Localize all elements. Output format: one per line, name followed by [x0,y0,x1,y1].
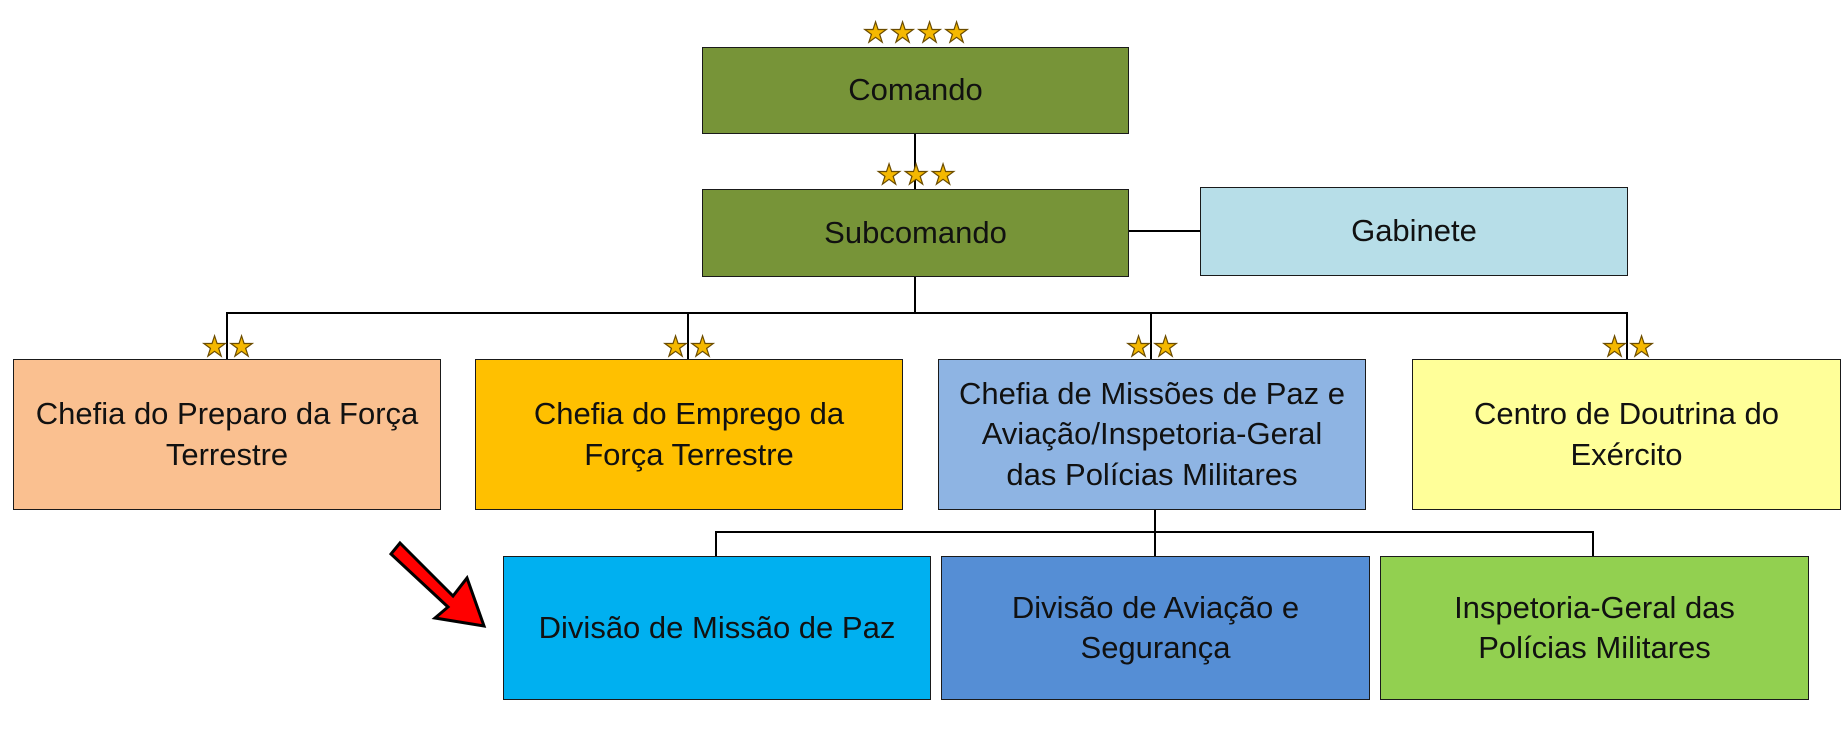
star-icon: ★ [930,159,956,190]
node-subcomando: Subcomando [702,189,1129,277]
node-gabinete: Gabinete [1200,187,1628,276]
node-chefia-emprego-label: Chefia do Emprego da Força Terrestre [533,396,845,472]
node-gabinete-label: Gabinete [1351,213,1477,249]
star-icon: ★ [662,331,688,362]
connector-comando-subcomando [914,134,916,190]
star-icon: ★ [943,17,969,48]
node-divisao-aviacao-label: Divisão de Aviação e Segurança [1011,589,1300,665]
star-icon: ★ [889,17,915,48]
connector-subcomando-down [914,276,916,314]
star-icon: ★ [1601,331,1627,362]
stars-centro-doutrina: ★★ [1527,331,1727,362]
node-chefia-missoes-label: Chefia de Missões de Paz e Aviação/Inspe… [959,376,1345,492]
node-centro-doutrina-label: Centro de Doutrina do Exército [1473,396,1780,472]
node-comando-label: Comando [848,72,983,108]
connector-bus-chefia-emprego [687,312,689,359]
node-centro-doutrina: Centro de Doutrina do Exército [1412,359,1841,510]
stars-chefia-emprego: ★★ [588,331,788,362]
stars-comando: ★★★★ [815,17,1015,48]
star-icon: ★ [228,331,254,362]
star-icon: ★ [876,159,902,190]
star-icon: ★ [689,331,715,362]
node-chefia-missoes: Chefia de Missões de Paz e Aviação/Inspe… [938,359,1366,510]
node-comando: Comando [702,47,1129,134]
stars-chefia-missoes: ★★ [1051,331,1251,362]
connector-bus-divisao-aviacao [1154,531,1156,556]
node-subcomando-label: Subcomando [824,214,1007,250]
connector-subcomando-gabinete [1129,230,1200,232]
stars-chefia-preparo: ★★ [127,331,327,362]
node-chefia-preparo-label: Chefia do Preparo da Força Terrestre [35,396,419,472]
red-arrow-icon [388,540,487,628]
star-icon: ★ [1152,331,1178,362]
connector-bus-chefia-missoes [1150,312,1152,359]
connector-bus-inspetoria-geral [1592,531,1594,556]
node-divisao-aviacao: Divisão de Aviação e Segurança [941,556,1370,700]
node-inspetoria-geral-label: Inspetoria-Geral das Polícias Militares [1454,589,1735,665]
node-chefia-emprego: Chefia do Emprego da Força Terrestre [475,359,903,510]
node-divisao-missao-paz-label: Divisão de Missão de Paz [538,609,896,645]
connector-chefia-missoes-down [1154,508,1156,532]
node-chefia-preparo: Chefia do Preparo da Força Terrestre [13,359,441,510]
star-icon: ★ [201,331,227,362]
connector-bus-divisao-missao-paz [715,531,717,556]
connector-bus-centro-doutrina [1626,312,1628,359]
stars-subcomando: ★★★ [815,159,1015,190]
star-icon: ★ [1628,331,1654,362]
star-icon: ★ [916,17,942,48]
star-icon: ★ [903,159,929,190]
star-icon: ★ [1125,331,1151,362]
node-inspetoria-geral: Inspetoria-Geral das Polícias Militares [1380,556,1809,700]
node-divisao-missao-paz: Divisão de Missão de Paz [503,556,931,700]
connector-bus-chefia-preparo [226,312,228,359]
star-icon: ★ [862,17,888,48]
connector-level2-bus [226,312,1628,314]
